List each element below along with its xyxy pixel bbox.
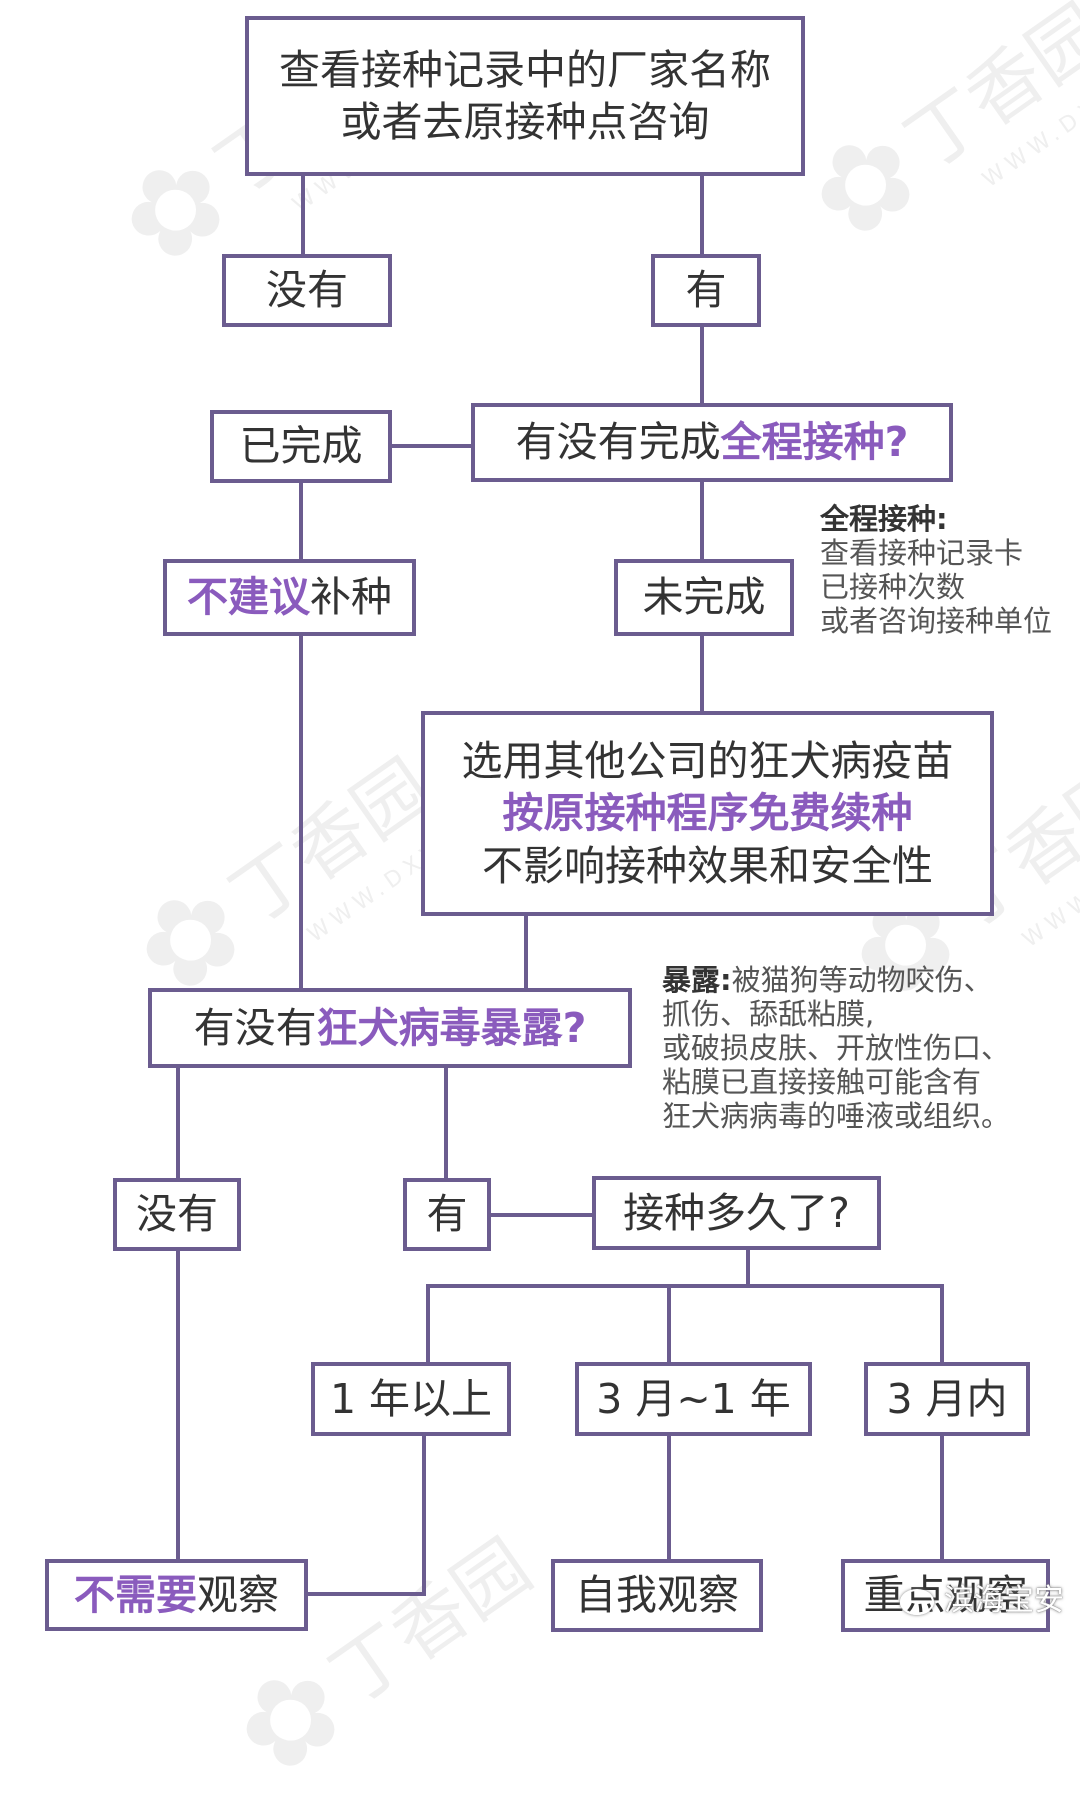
node-has-record: 有 bbox=[651, 254, 761, 327]
node-label: 3 月~1 年 bbox=[596, 1374, 791, 1423]
node-label: 没有 bbox=[136, 1190, 218, 1239]
node-not-recommended: 不建议补种 bbox=[163, 559, 416, 636]
node-completed: 已完成 bbox=[210, 410, 392, 483]
note-line: 粘膜已直接接触可能含有 bbox=[662, 1065, 982, 1099]
node-self-observation: 自我观察 bbox=[551, 1559, 763, 1632]
node-label: 观察 bbox=[197, 1570, 279, 1619]
node-no-observation: 不需要观察 bbox=[45, 1559, 308, 1631]
node-label: 有 bbox=[426, 1190, 468, 1239]
node-highlight: 不建议 bbox=[187, 573, 310, 622]
node-label: 有没有完成 bbox=[515, 418, 721, 467]
node-text-line: 查看接种记录中的厂家名称 bbox=[279, 45, 771, 94]
node-check-record: 查看接种记录中的厂家名称 或者去原接种点咨询 bbox=[245, 16, 805, 176]
node-label: 未完成 bbox=[642, 573, 766, 622]
node-label: 接种多久了? bbox=[623, 1188, 850, 1237]
note-full-course: 全程接种: 查看接种记录卡 已接种次数 或者咨询接种单位 bbox=[820, 502, 1052, 638]
note-exposure: 暴露:被猫狗等动物咬伤、 抓伤、舔舐粘膜, 或破损皮肤、开放性伤口、 粘膜已直接… bbox=[662, 963, 1010, 1133]
connector-lines bbox=[176, 174, 944, 1596]
node-full-course-question: 有没有完成全程接种? bbox=[471, 403, 953, 482]
node-text-line: 或者去原接种点咨询 bbox=[340, 98, 710, 146]
node-no-exposure: 没有 bbox=[113, 1178, 241, 1251]
node-has-exposure: 有 bbox=[403, 1178, 491, 1251]
node-label: 有 bbox=[685, 266, 727, 315]
note-title: 全程接种: bbox=[820, 502, 948, 536]
node-within-3m: 3 月内 bbox=[864, 1362, 1030, 1436]
note-line: 被猫狗等动物咬伤、 bbox=[731, 963, 993, 997]
node-exposure-question: 有没有狂犬病毒暴露? bbox=[148, 988, 632, 1068]
node-label: 1 年以上 bbox=[329, 1374, 493, 1423]
credit-watermark: 滨海宝安 bbox=[900, 1575, 1064, 1619]
note-line: 查看接种记录卡 bbox=[820, 536, 1024, 570]
note-line: 或破损皮肤、开放性伤口、 bbox=[662, 1031, 1011, 1065]
note-title: 暴露: bbox=[662, 963, 732, 997]
node-label: 已完成 bbox=[239, 422, 363, 471]
node-highlight: 不需要 bbox=[74, 1570, 197, 1619]
note-line: 狂犬病病毒的唾液或组织。 bbox=[662, 1099, 1011, 1133]
node-key-observation: 重点观察 bbox=[841, 1559, 1050, 1632]
note-line: 已接种次数 bbox=[820, 570, 966, 604]
node-over-1-year: 1 年以上 bbox=[311, 1362, 511, 1436]
node-label: 3 月内 bbox=[886, 1374, 1008, 1423]
node-highlight: 狂犬病毒暴露? bbox=[316, 1003, 587, 1052]
node-switch-vaccine: 选用其他公司的狂犬病疫苗 按原接种程序免费续种 不影响接种效果和安全性 bbox=[421, 711, 994, 916]
credit-text: 滨海宝安 bbox=[944, 1583, 1064, 1618]
node-no-record: 没有 bbox=[222, 254, 392, 327]
node-label: 重点观察 bbox=[863, 1571, 1028, 1620]
node-label: 自我观察 bbox=[575, 1571, 739, 1620]
node-not-completed: 未完成 bbox=[614, 559, 794, 636]
node-label: 补种 bbox=[310, 573, 392, 622]
node-highlight: 全程接种? bbox=[720, 418, 909, 467]
note-line: 或者咨询接种单位 bbox=[820, 604, 1053, 638]
node-3m-to-1y: 3 月~1 年 bbox=[575, 1362, 812, 1436]
node-label: 有没有 bbox=[193, 1003, 317, 1052]
connector-line bbox=[306, 1434, 426, 1596]
node-label: 没有 bbox=[266, 266, 348, 315]
node-text-line: 不影响接种效果和安全性 bbox=[482, 841, 933, 890]
node-highlight: 按原接种程序免费续种 bbox=[502, 789, 913, 838]
node-text-line: 选用其他公司的狂犬病疫苗 bbox=[461, 736, 954, 785]
node-how-long-question: 接种多久了? bbox=[592, 1176, 881, 1250]
note-line: 抓伤、舔舐粘膜, bbox=[662, 997, 875, 1031]
chat-bubble-icon bbox=[900, 1588, 934, 1615]
